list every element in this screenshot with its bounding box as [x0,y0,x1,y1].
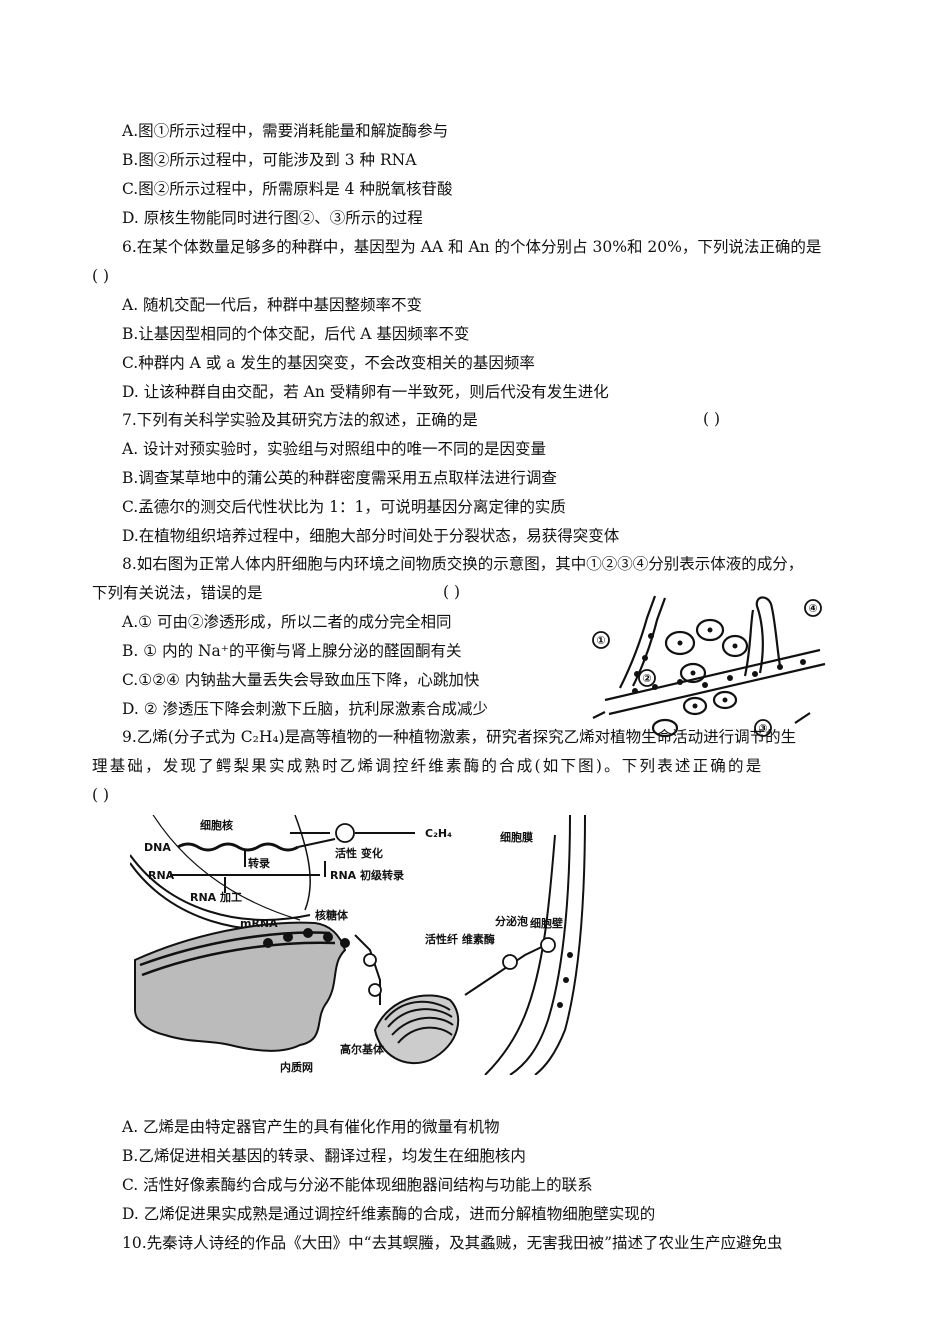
q8-option-a: A.① 可由②渗透形成，所以二者的成分完全相同 [122,613,452,631]
fig8-label-3: ③ [758,722,767,735]
q8-stem-line2: 下列有关说法，错误的是 [92,584,263,602]
q5-option-c: C.图②所示过程中，所需原料是 4 种脱氧核苷酸 [122,180,453,198]
q6-option-d: D. 让该种群自由交配，若 An 受精卵有一半致死，则后代没有发生进化 [122,383,609,401]
q10-stem: 10.先秦诗人诗经的作品《大田》中“去其螟螣，及其蟊贼，无害我田被”描述了农业生… [122,1234,783,1252]
q9-stem-line1: 9.乙烯(分子式为 C₂H₄)是高等植物的一种植物激素，研究者探究乙烯对植物生命… [122,728,797,746]
fig9-label-rna-init: RNA 初级转录 [330,868,404,882]
q6-answer-paren: ( ) [92,267,110,285]
q7-stem: 7.下列有关科学实验及其研究方法的叙述，正确的是 [122,411,478,429]
fig9-label-wall: 细胞壁 [530,916,563,930]
q8-answer-paren: ( ) [443,583,461,601]
fig9-label-nucleus: 细胞核 [200,818,233,832]
fig8-label-4: ④ [808,602,817,615]
q6-option-a: A. 随机交配一代后，种群中基因整频率不变 [122,296,423,314]
q9-stem-line2: 理基础，发现了鳄梨果实成熟时乙烯调控纤维素酶的合成(如下图)。下列表述正确的是 [92,757,764,775]
q9-option-c: C. 活性好像素酶约合成与分泌不能体现细胞器间结构与功能上的联系 [122,1176,593,1194]
q7-option-c: C.孟德尔的测交后代性状比为 1：1，可说明基因分离定律的实质 [122,498,566,516]
q7-answer-paren: ( ) [703,410,721,428]
fig9-label-ribosome: 核糖体 [315,908,349,922]
q9-option-b: B.乙烯促进相关基因的转录、翻译过程，均发生在细胞核内 [122,1147,526,1165]
q8-option-d: D. ② 渗透压下降会刺激下丘脑，抗利尿激素合成减少 [122,700,489,718]
q9-option-d: D. 乙烯促进果实成熟是通过调控纤维素酶的合成，进而分解植物细胞壁实现的 [122,1205,656,1223]
fig9-label-c2h4: C₂H₄ [425,827,452,840]
fig9-label-vesicle: 分泌泡 [495,914,528,928]
q9-option-a: A. 乙烯是由特定器官产生的具有催化作用的微量有机物 [122,1118,500,1136]
fig9-label-dna: DNA [144,841,171,854]
q6-option-b: B.让基因型相同的个体交配，后代 A 基因频率不变 [122,325,470,343]
body-fluid-exchange-figure: ① ② ③ ④ [592,595,826,738]
fig9-label-golgi: 高尔基体 [340,1042,385,1056]
q7-option-a: A. 设计对预实验时，实验组与对照组中的唯一不同的是因变量 [122,440,547,458]
q8-option-c: C.①②④ 内钠盐大量丢失会导致血压下降，心跳加快 [122,671,480,689]
q7-option-d: D.在植物组织培养过程中，细胞大部分时间处于分裂状态，易获得突变体 [122,527,620,545]
fig9-label-rna-process: RNA 加工 [190,890,242,904]
fig9-label-mrna: mRNA [240,917,278,930]
q5-option-b: B.图②所示过程中，可能涉及到 3 种 RNA [122,151,417,169]
q7-option-b: B.调查某草地中的蒲公英的种群密度需采用五点取样法进行调查 [122,469,557,487]
q6-option-c: C.种群内 A 或 a 发生的基因突变，不会改变相关的基因频率 [122,354,535,372]
fig9-label-er: 内质网 [280,1060,313,1074]
ethylene-cellulase-figure: 细胞核 DNA RNA 转录 RNA 加工 活性 变化 C₂H₄ RNA 初级转… [130,815,586,1075]
fig9-label-transcription: 转录 [248,856,270,870]
q8-stem-line1: 8.如右图为正常人体内肝细胞与内环境之间物质交换的示意图，其中①②③④分别表示体… [122,555,804,573]
fig9-label-active-change: 活性 变化 [335,846,383,860]
fig8-label-2: ② [642,672,651,685]
q5-option-a: A.图①所示过程中，需要消耗能量和解旋酶参与 [122,122,449,140]
q6-stem: 6.在某个体数量足够多的种群中，基因型为 AA 和 An 的个体分别占 30%和… [122,238,822,256]
fig9-label-membrane: 细胞膜 [500,830,533,844]
q8-option-b: B. ① 内的 Na⁺的平衡与肾上腺分泌的醛固酮有关 [122,642,462,660]
fig9-label-active-enzyme: 活性纤 维素酶 [425,932,495,946]
fig9-label-rna: RNA [148,869,175,882]
fig8-label-1: ① [596,634,605,647]
q9-answer-paren: ( ) [92,786,110,804]
q5-option-d: D. 原核生物能同时进行图②、③所示的过程 [122,209,423,227]
